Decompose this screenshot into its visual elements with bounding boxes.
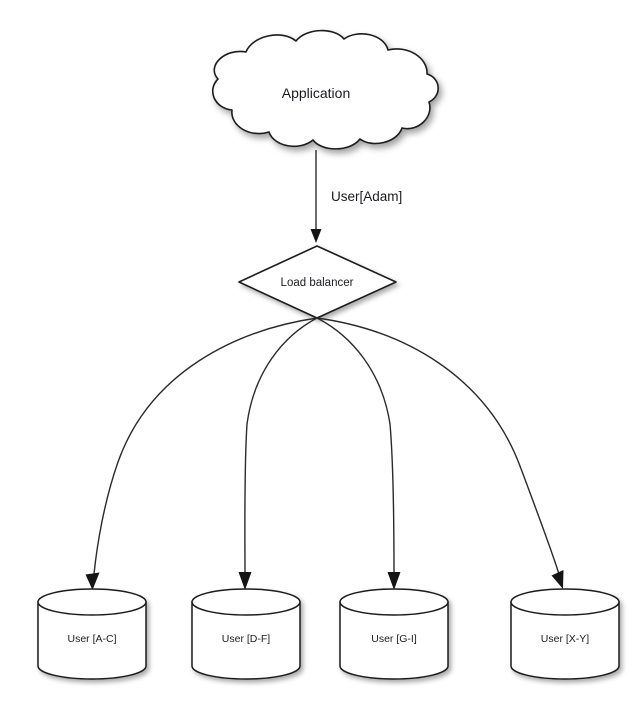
node-shard-1[interactable]: User [D-F] [191, 588, 301, 680]
shard-label-1: User [D-F] [222, 633, 270, 645]
node-shard-0[interactable]: User [A-C] [37, 588, 147, 680]
load-balancer-label: Load balancer [281, 277, 354, 289]
edge-load-balancer-to-shard-3 [316, 317, 564, 589]
node-load-balancer[interactable]: Load balancer [238, 245, 397, 319]
shard-label-3: User [X-Y] [541, 633, 590, 645]
edge-load-balancer-to-shard-2 [316, 317, 401, 590]
edge-curve-shard-1 [244, 317, 318, 575]
cylinder-shape-2 [339, 588, 449, 680]
cylinder-shape-3 [510, 588, 620, 680]
arrow-head-shard-0 [85, 572, 100, 590]
shard-label-2: User [G-I] [371, 633, 417, 645]
edge-load-balancer-to-shard-1 [238, 317, 318, 590]
edge-curve-shard-0 [93, 317, 318, 575]
edge-application-to-load-balancer: User[Adam] [310, 150, 402, 243]
arrow-head-shard-1 [238, 572, 252, 590]
cylinder-shape-0 [37, 588, 147, 680]
node-shard-2[interactable]: User [G-I] [339, 588, 449, 680]
cloud-shape [212, 29, 439, 150]
node-application[interactable]: Application [212, 29, 439, 150]
arrow-head-shard-3 [551, 570, 564, 589]
edge-curve-shard-3 [316, 317, 560, 575]
shard-label-0: User [A-C] [67, 633, 116, 645]
node-shard-3[interactable]: User [X-Y] [510, 588, 620, 680]
arrow-head-load-balancer [310, 229, 322, 243]
cylinder-shape-1 [191, 588, 301, 680]
edge-label-user-adam: User[Adam] [331, 189, 402, 204]
arrow-head-shard-2 [387, 572, 401, 590]
edge-load-balancer-to-shard-0 [85, 317, 318, 590]
application-label: Application [282, 85, 351, 101]
edge-curve-shard-2 [316, 317, 395, 575]
